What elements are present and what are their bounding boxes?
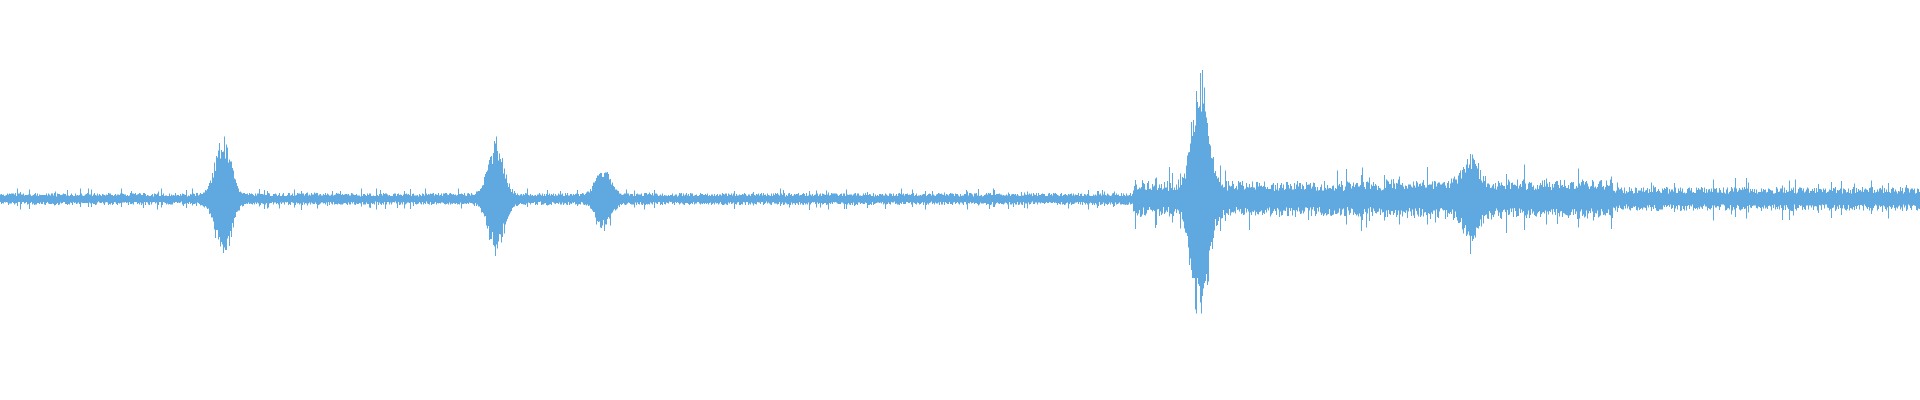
waveform-trace <box>0 70 1920 314</box>
